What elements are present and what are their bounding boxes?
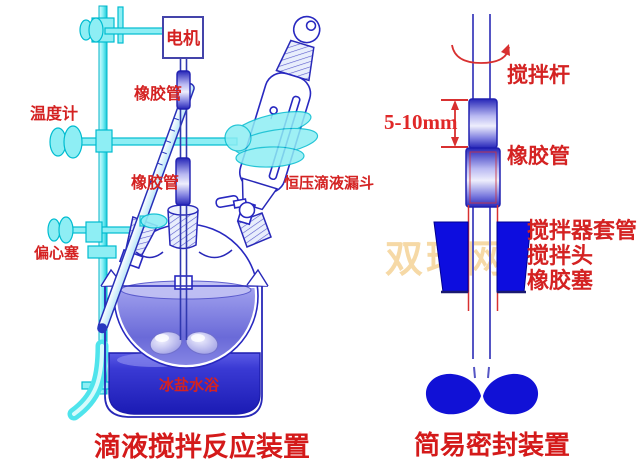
clamp-finger (235, 146, 305, 168)
motor-label: 电机 (166, 28, 200, 48)
beaker-spout-right (246, 268, 269, 287)
sealing-device (425, 14, 539, 415)
propeller-blade-right (483, 373, 539, 415)
bath-liquid-body (108, 352, 261, 415)
funnel-stopper-hole (305, 20, 317, 31)
rubber-tube-lower (175, 157, 191, 206)
rubber-stopper-label: 橡胶塞 (527, 268, 594, 293)
funnel-stopper-knob (292, 15, 321, 44)
clamp-knuckle (224, 124, 252, 152)
center-neck-clamp (139, 213, 168, 229)
center-joint-cup (167, 209, 199, 250)
motor-arm (104, 27, 164, 35)
lower-clamp-bar (87, 245, 117, 259)
stopcock-valve (238, 201, 256, 219)
motor-box (162, 16, 204, 59)
thermometer-label: 温度计 (29, 104, 78, 123)
rotation-arrow (451, 44, 510, 64)
thermometer-bulb (97, 323, 108, 334)
stirring-rod-label: 搅拌杆 (507, 63, 570, 87)
stirrer-head-label: 搅拌头 (527, 243, 593, 268)
flask-shoulders (135, 249, 233, 259)
center-joint-top (167, 204, 199, 216)
bath-beaker (100, 268, 269, 418)
thermometer (97, 82, 195, 334)
stand-top-rod (117, 6, 124, 44)
stirrer-sleeve-label: 搅拌器套管 (527, 218, 637, 243)
left-stirring-rod (175, 58, 191, 340)
rubber-tube-upper-label: 橡胶管 (134, 84, 182, 103)
rubber-tube-red-outline (469, 151, 497, 204)
top-clamp-knob (88, 17, 104, 43)
gap-dimension-label: 5-10mm (384, 110, 458, 134)
funnel-ground-joint (275, 39, 315, 82)
gap-dimension-marks (441, 99, 468, 148)
stopcock (215, 194, 256, 219)
left-title: 滴液搅拌反应装置 (94, 431, 310, 462)
propeller-highlight (155, 334, 169, 342)
main-clamp-arm (61, 137, 238, 146)
rotation-arrow-head (501, 44, 510, 56)
stand-pole (98, 5, 108, 395)
lower-clamp-bolt (85, 221, 103, 243)
dropping-funnel-label: 恒压滴液漏斗 (284, 174, 374, 192)
rubber-tube-upper (176, 70, 191, 110)
main-clamp-bolt (95, 129, 113, 153)
center-clamp-grip (140, 213, 168, 229)
propeller-highlight (191, 334, 205, 342)
rubber-stopper-right (496, 221, 532, 293)
lower-clamp-knob (58, 216, 74, 244)
right-title: 简易密封装置 (414, 430, 570, 460)
base-curve-highlight (72, 344, 104, 416)
propeller-blade-left (425, 373, 481, 415)
rubber-stopper-left (433, 221, 469, 293)
lower-clamp-knob (47, 218, 61, 242)
rubber-tube-lower-label: 橡胶管 (131, 173, 179, 192)
funnel-clamp (224, 110, 319, 168)
stand (47, 5, 238, 421)
rubber-tube-lower-segment (465, 147, 501, 208)
rod-hub-line (473, 366, 476, 379)
rod-hub-line (487, 366, 490, 379)
eccentric-stopper-label: 偏心塞 (34, 244, 80, 262)
beaker-walls (104, 286, 263, 418)
ice-salt-bath-label: 冰盐水浴 (159, 376, 220, 394)
rubber-tube-right-label: 橡胶管 (507, 144, 570, 168)
rod-collar (174, 275, 193, 290)
rubber-tube-upper-segment (468, 98, 498, 149)
funnel-taper (241, 177, 279, 211)
main-clamp-knob (63, 125, 83, 159)
